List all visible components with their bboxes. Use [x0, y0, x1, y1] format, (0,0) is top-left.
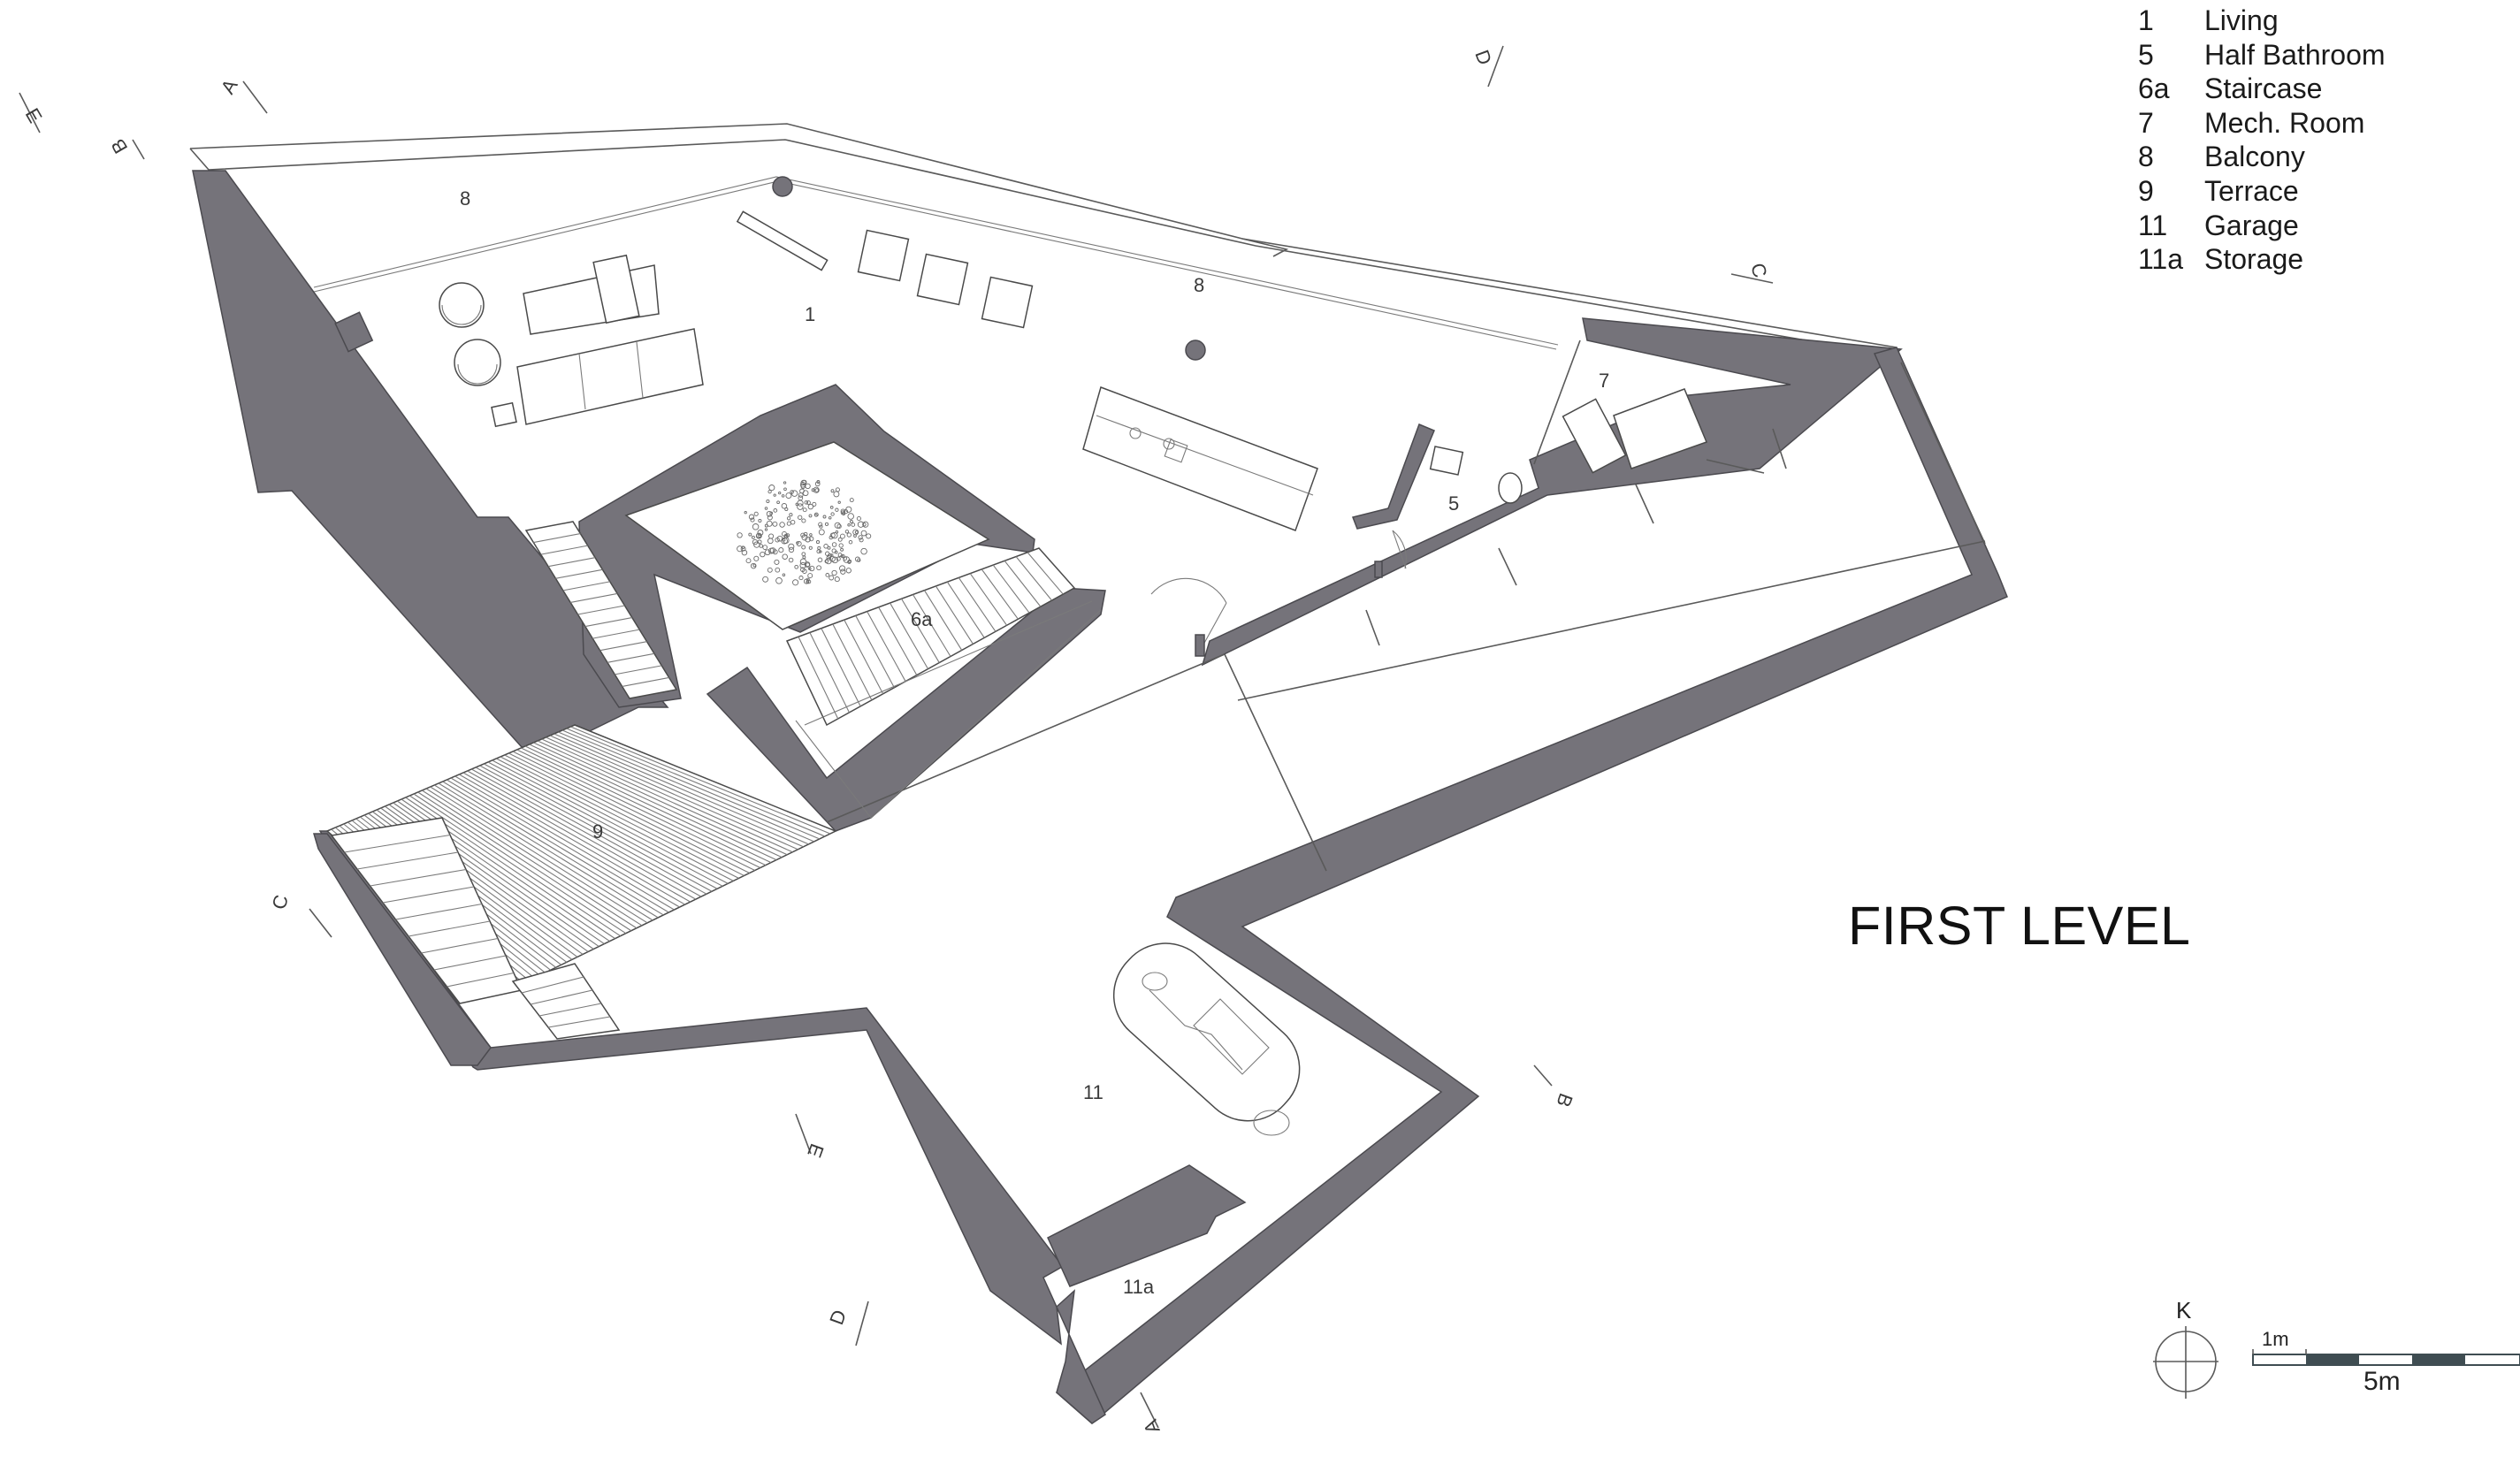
cube-2 [916, 253, 969, 306]
legend-number: 5 [2138, 38, 2154, 71]
courtyard [624, 441, 990, 630]
legend-label: Terrace [2204, 174, 2299, 207]
site-lines [826, 339, 1986, 872]
section-label-b-bottom: B [1552, 1090, 1577, 1110]
courtyard-tree [737, 479, 872, 586]
entry-door [1150, 577, 1227, 657]
legend-label: Half Bathroom [2204, 38, 2386, 71]
section-label-d-top: D [1470, 47, 1496, 67]
room-label-storage: 11a [1123, 1276, 1155, 1298]
room-label-garage: 11 [1083, 1081, 1103, 1103]
legend-label: Staircase [2204, 72, 2323, 105]
room-label-mech: 7 [1599, 370, 1609, 392]
staircase-left [524, 521, 678, 699]
legend-label: Balcony [2204, 141, 2305, 173]
room-legend: 1 Living 5 Half Bathroom 6a Staircase 7 Mech. R… [2138, 4, 2386, 277]
legend-number: 11 [2138, 209, 2168, 241]
legend-number: 9 [2138, 174, 2154, 207]
sofa-lower [516, 328, 704, 425]
scale-bar [2252, 1349, 2520, 1366]
room-label-terrace: 9 [592, 820, 603, 843]
room-label-balcony-right: 8 [1194, 274, 1204, 296]
section-label-e-top: E [21, 104, 47, 126]
legend-row: 9 Terrace [2138, 174, 2386, 209]
north-arrow-icon [2153, 1326, 2218, 1399]
column-1 [772, 176, 793, 197]
room-label-living: 1 [805, 303, 815, 325]
stair-wedge-lines [795, 600, 1102, 819]
legend-row: 1 Living [2138, 4, 2386, 38]
section-label-e-bottom: E [803, 1140, 829, 1160]
legend-label: Garage [2204, 209, 2299, 241]
wall-stair-wedge [706, 587, 1106, 832]
plan-title: FIRST LEVEL [1848, 896, 2191, 956]
legend-number: 8 [2138, 141, 2154, 173]
half-bathroom [1351, 423, 1523, 578]
room-label-stair: 6a [911, 608, 933, 630]
legend-row: 5 Half Bathroom [2138, 38, 2386, 72]
section-label-a-top: A [217, 75, 242, 97]
section-label-a-bottom: A [1139, 1416, 1165, 1437]
wall-storage [1047, 1164, 1247, 1287]
wall-right-long [1055, 347, 2008, 1424]
car [1112, 942, 1301, 1136]
north-label: K [2176, 1297, 2192, 1324]
legend-number: 7 [2138, 106, 2154, 139]
legend-label: Storage [2204, 243, 2304, 276]
wall-left [192, 170, 669, 748]
wall-mech [1201, 317, 1903, 667]
scale-label-1m: 1m [2262, 1328, 2289, 1350]
armchair-2 [454, 339, 501, 386]
scale-label-5m: 5m [2363, 1367, 2401, 1396]
legend-row: 11 Garage [2138, 209, 2386, 243]
legend-label: Mech. Room [2204, 106, 2365, 139]
living-furniture [334, 176, 1318, 531]
room-label-balcony-left: 8 [460, 187, 470, 210]
legend-row: 6a Staircase [2138, 72, 2386, 106]
room-label-bath: 5 [1448, 492, 1459, 515]
legend-number: 11a [2138, 243, 2184, 276]
wall-bottom-left [318, 830, 1244, 1424]
legend-number: 6a [2138, 72, 2170, 105]
column-2 [1185, 339, 1206, 361]
mech-room [1562, 388, 1707, 474]
terrace-deck [325, 724, 837, 1040]
section-markers [19, 45, 1774, 1429]
section-label-c-right: C [1746, 261, 1771, 280]
cube-1 [857, 229, 910, 282]
section-label-d-bottom: D [825, 1307, 851, 1327]
section-label-b-top: B [106, 135, 132, 157]
wall-terrace-left [312, 833, 492, 1066]
legend-row: 11a Storage [2138, 242, 2386, 277]
armchair-1 [439, 282, 485, 328]
sofa-upper [523, 264, 660, 335]
cube-3 [981, 276, 1034, 329]
legend-row: 8 Balcony [2138, 140, 2386, 174]
staircase-6a [785, 547, 1076, 727]
legend-number: 1 [2138, 4, 2154, 36]
kitchen-counter [1082, 386, 1318, 531]
section-label-c-left: C [268, 892, 293, 912]
legend-row: 7 Mech. Room [2138, 106, 2386, 141]
balcony-outline [189, 123, 1898, 355]
legend-label: Living [2204, 4, 2279, 36]
